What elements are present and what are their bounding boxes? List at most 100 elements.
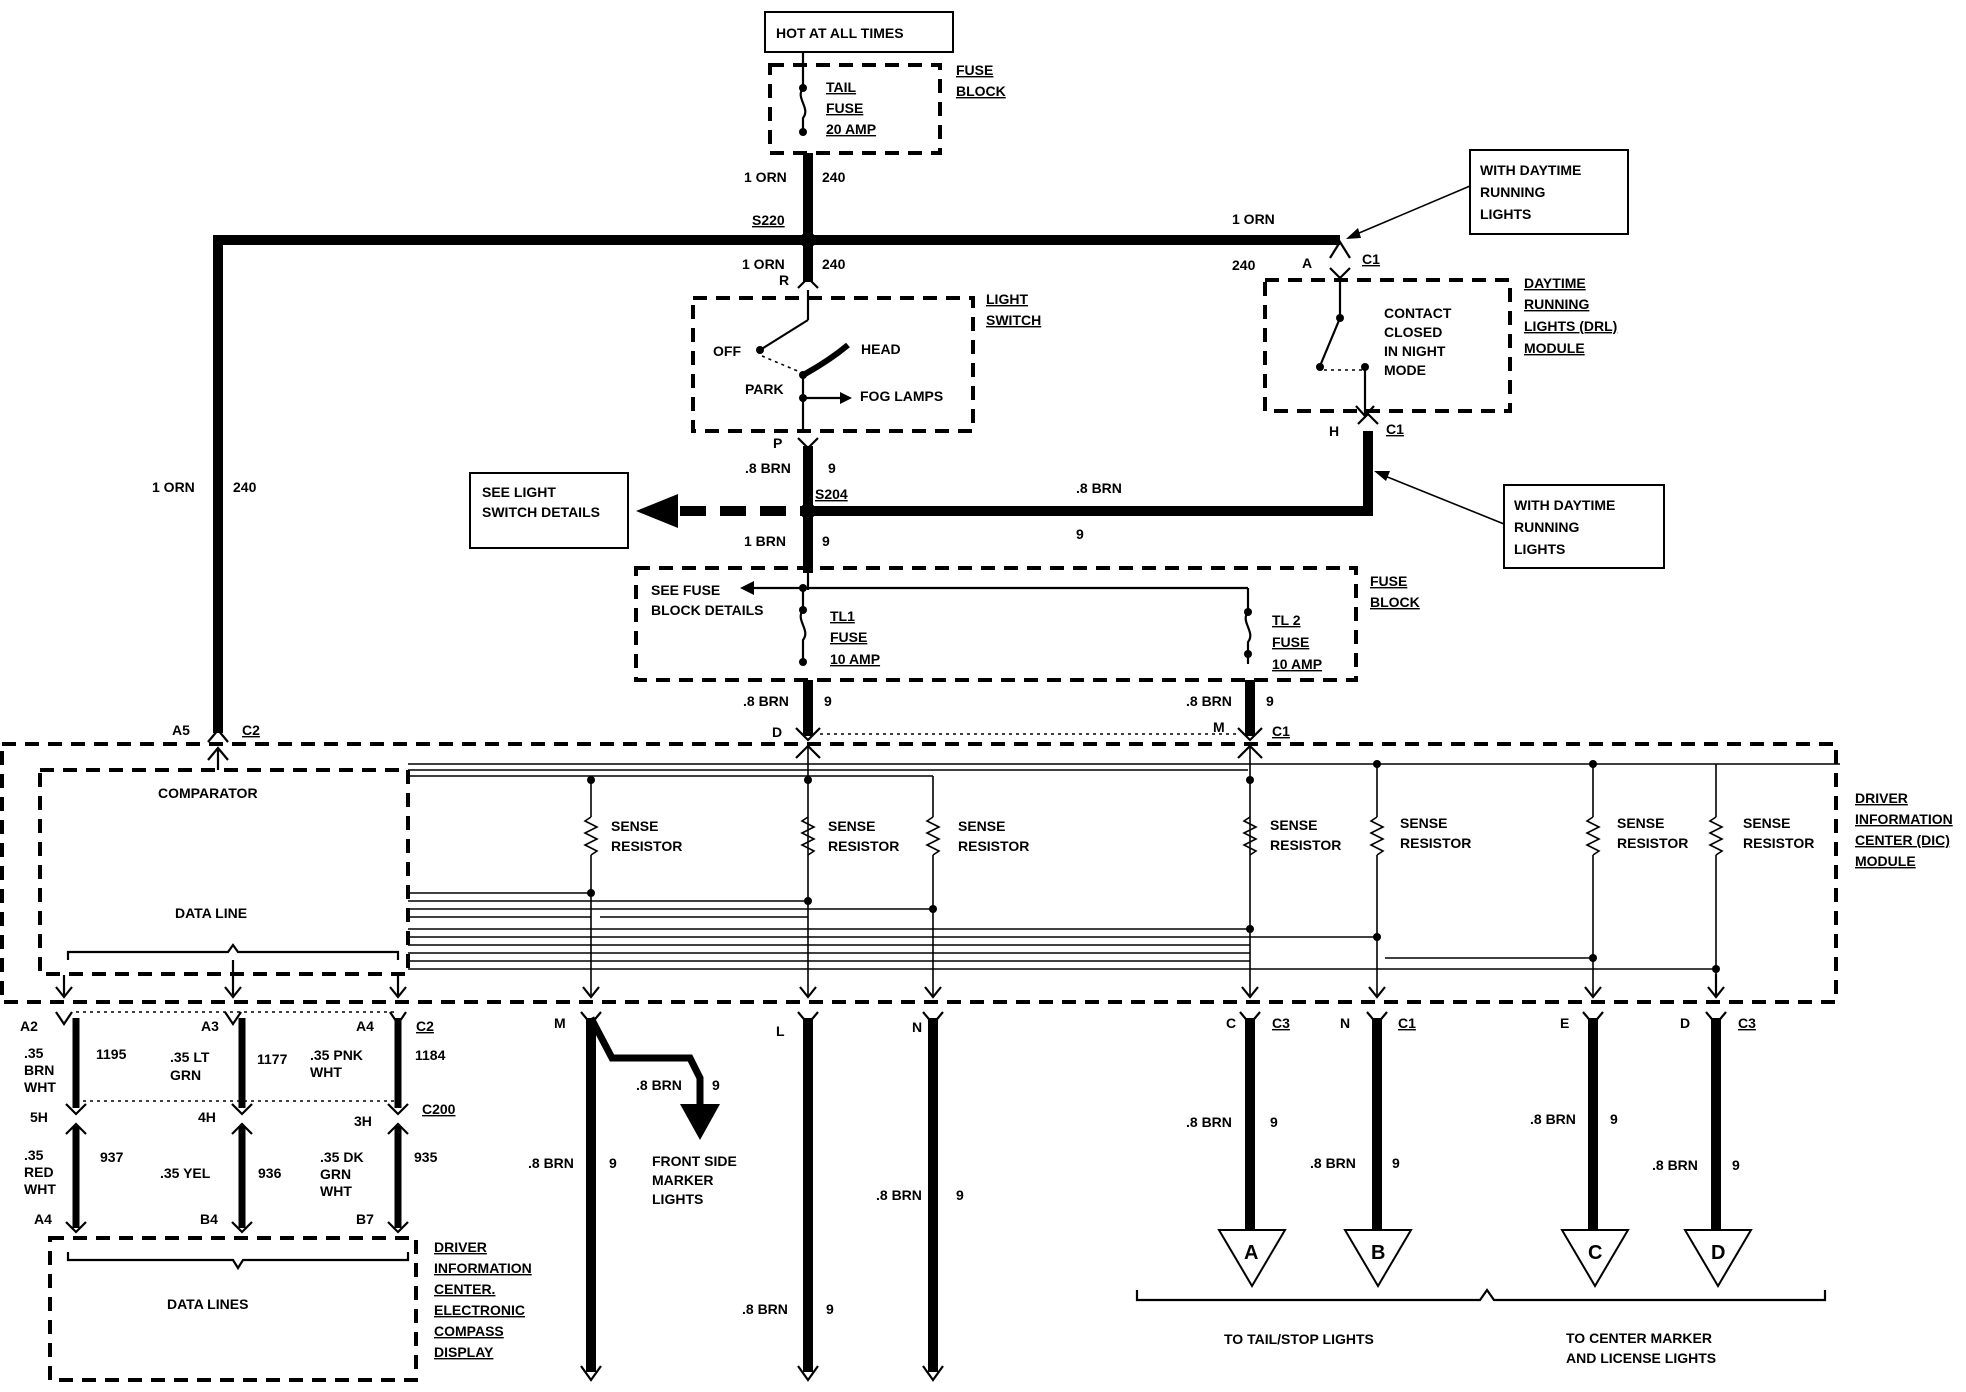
switch-position: PARK <box>745 381 784 397</box>
see-light-switch-label: SWITCH DETAILS <box>482 504 600 520</box>
wire-color: .8 BRN <box>743 693 789 709</box>
tail-fuse-label: FUSE <box>826 100 863 116</box>
circuit-number: 9 <box>1392 1155 1400 1171</box>
circuit-number: 9 <box>1076 526 1084 542</box>
switch-position: FOG LAMPS <box>860 388 943 404</box>
wire-color: .8 BRN <box>636 1077 682 1093</box>
svg-text:A: A <box>1244 1242 1258 1264</box>
connector-label: C1 <box>1386 421 1404 437</box>
pin-label: N <box>1340 1015 1350 1031</box>
light-connectors <box>1239 1011 1727 1026</box>
connector-triangle-b: B <box>1343 1229 1413 1288</box>
circuit-number: 9 <box>1732 1157 1740 1173</box>
front-marker-label: LIGHTS <box>652 1191 703 1207</box>
pin-label: A3 <box>201 1018 219 1034</box>
pin-label: C <box>1226 1015 1236 1031</box>
with-drl-label: WITH DAYTIME <box>1514 497 1615 513</box>
splice-label: S220 <box>752 212 785 228</box>
compass-label: ELECTRONIC <box>434 1302 525 1318</box>
connector-label: C1 <box>1398 1015 1416 1031</box>
pin-label: L <box>776 1023 785 1039</box>
sense-label: SENSE <box>1617 815 1664 831</box>
sense-resistor: SENSE RESISTOR <box>925 776 1029 995</box>
with-drl-label: RUNNING <box>1514 519 1579 535</box>
drl-module-label: MODULE <box>1524 340 1585 356</box>
fog-arrow <box>840 392 852 404</box>
connector-d <box>795 727 821 742</box>
pin-label: E <box>1560 1015 1569 1031</box>
pin-label: A5 <box>172 722 190 738</box>
see-details-arrow <box>636 494 678 528</box>
switch-head-contact <box>803 342 850 377</box>
circuit-number: 1177 <box>257 1051 288 1067</box>
compass-label: CENTER. <box>434 1281 495 1297</box>
drl-module-label: RUNNING <box>1524 296 1589 312</box>
drl-module-box <box>1263 278 1512 413</box>
tail-fuse-label: TAIL <box>826 79 857 95</box>
tl2-fuse-label: FUSE <box>1272 634 1309 650</box>
wire-color: .8 BRN <box>528 1155 574 1171</box>
with-drl-label: WITH DAYTIME <box>1480 162 1581 178</box>
to-center-label: AND LICENSE LIGHTS <box>1566 1350 1716 1366</box>
wire-color: GRN <box>170 1067 201 1083</box>
wire-color: .8 BRN <box>1186 1114 1232 1130</box>
svg-text:C: C <box>1588 1242 1602 1264</box>
data-lines-brace <box>66 1252 410 1271</box>
comparator-label: COMPARATOR <box>158 785 258 801</box>
drl-contact-label: IN NIGHT <box>1384 343 1446 359</box>
switch-position: OFF <box>713 343 741 359</box>
see-light-switch-box <box>469 472 629 549</box>
dic-module-label: INFORMATION <box>1855 811 1953 827</box>
wire-color: WHT <box>24 1079 56 1095</box>
svg-text:B: B <box>1371 1242 1385 1264</box>
circuit-number: 240 <box>822 169 846 185</box>
dic-module-label: MODULE <box>1855 853 1916 869</box>
sense-resistor: SENSE RESISTOR <box>1369 760 1471 995</box>
light-switch-label: LIGHT <box>986 291 1028 307</box>
compass-label: INFORMATION <box>434 1260 532 1276</box>
pin-label: M <box>554 1015 566 1031</box>
pin-label: D <box>1680 1015 1690 1031</box>
to-center-label: TO CENTER MARKER <box>1566 1330 1712 1346</box>
wire-color: GRN <box>320 1166 351 1182</box>
connector-a5-inner <box>207 746 229 770</box>
connector-a-drl <box>1329 239 1351 259</box>
wire-color: .35 YEL <box>160 1165 211 1181</box>
wire-color: .8 BRN <box>742 1301 788 1317</box>
drl-module-label: DAYTIME <box>1524 275 1586 291</box>
output-connectors <box>580 1011 944 1026</box>
pin-label: H <box>1329 423 1339 439</box>
sense-label: SENSE <box>611 818 658 834</box>
to-tail-label: TO TAIL/STOP LIGHTS <box>1224 1331 1374 1347</box>
with-drl-label: LIGHTS <box>1480 206 1531 222</box>
circuit-number: 1184 <box>415 1047 446 1063</box>
pin-label: P <box>773 435 782 451</box>
tail-fuse-symbol <box>799 60 807 132</box>
wire-color: .35 <box>24 1045 44 1061</box>
see-fuse-label: SEE FUSE <box>651 582 720 598</box>
drl-contact-label: CLOSED <box>1384 324 1442 340</box>
wire-color: WHT <box>310 1064 342 1080</box>
tl1-fuse-label: TL1 <box>830 608 855 624</box>
wire-color: WHT <box>320 1183 352 1199</box>
sense-label: SENSE <box>1270 817 1317 833</box>
circuit-number: 9 <box>609 1155 617 1171</box>
connector-a-drl <box>1329 267 1351 280</box>
callout-line <box>1379 473 1505 525</box>
pin-label: B7 <box>356 1211 374 1227</box>
splice-s220 <box>800 232 816 248</box>
splice-label: S204 <box>815 486 848 502</box>
compass-label: COMPASS <box>434 1323 504 1339</box>
circuit-number: 9 <box>1270 1114 1278 1130</box>
connector-m <box>1237 727 1263 742</box>
connector-label: C3 <box>1738 1015 1756 1031</box>
drl-module-label: LIGHTS (DRL) <box>1524 318 1617 334</box>
circuit-number: 240 <box>822 256 846 272</box>
switch-arm <box>759 319 809 351</box>
circuit-number: 935 <box>414 1149 438 1165</box>
circuit-number: 9 <box>828 460 836 476</box>
see-light-switch-label: SEE LIGHT <box>482 484 556 500</box>
circuit-number: 9 <box>1266 693 1274 709</box>
tail-fuse-block-box <box>768 63 942 155</box>
